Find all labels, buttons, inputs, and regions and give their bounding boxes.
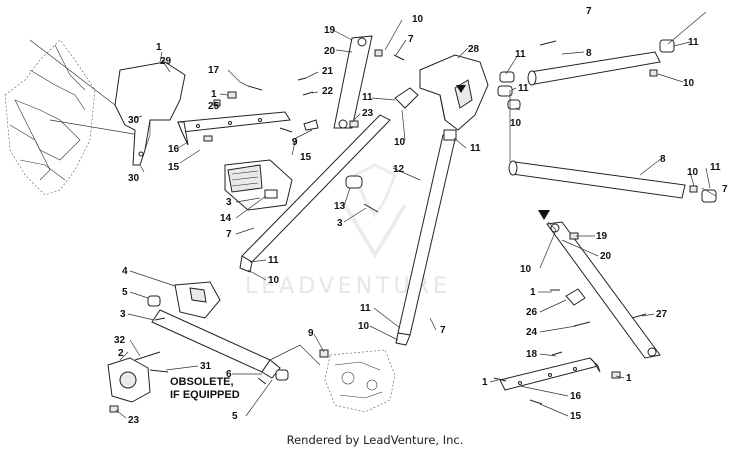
callout: 2 <box>118 348 124 359</box>
callout: 32 <box>114 335 126 346</box>
callout: 10 <box>683 78 695 89</box>
marker-triangle <box>538 210 550 220</box>
callout: 11 <box>362 92 373 103</box>
markers <box>456 85 550 220</box>
callout: 3 <box>337 218 343 229</box>
callout: 11 <box>470 143 481 154</box>
callout: 3 <box>226 197 232 208</box>
gearbox-lower <box>319 349 396 413</box>
callout: 20 <box>600 251 612 262</box>
callout: 10 <box>520 264 532 275</box>
callout: 1 <box>211 89 217 100</box>
bar-16-upper <box>177 85 319 146</box>
tube-8-lower <box>508 90 717 203</box>
callout: 15 <box>570 411 582 422</box>
callout: 31 <box>200 361 212 372</box>
callout: 10 <box>412 14 424 25</box>
callout: 10 <box>687 167 699 178</box>
callout: 23 <box>128 415 140 426</box>
callout-labels: 1 29 30 30 17 1 25 16 15 9 15 19 20 10 7… <box>114 6 728 426</box>
callout: 11 <box>518 83 529 94</box>
lower-arm <box>147 281 321 385</box>
bar-16-lower <box>493 351 621 405</box>
bushing-13 <box>345 175 379 213</box>
callout: 29 <box>160 56 172 67</box>
shaft-center <box>395 129 457 346</box>
callout: 24 <box>526 327 538 338</box>
callout: 18 <box>526 349 538 360</box>
bracket-29 <box>114 61 186 166</box>
callout: 1 <box>156 42 162 53</box>
callout: 11 <box>515 49 526 60</box>
footer-credit: Rendered by LeadVenture, Inc. <box>287 433 464 447</box>
callout: 8 <box>660 154 666 165</box>
callout: 5 <box>122 287 128 298</box>
callout: 5 <box>232 411 238 422</box>
column-housing <box>394 54 521 131</box>
callout: 21 <box>322 66 334 77</box>
callout: 8 <box>586 48 592 59</box>
callout: 16 <box>570 391 582 402</box>
note-line-2: IF EQUIPPED <box>170 389 240 401</box>
callout: 7 <box>440 325 446 336</box>
callout: 6 <box>226 369 232 380</box>
callout: 10 <box>358 321 370 332</box>
callout: 7 <box>226 229 232 240</box>
callout: 17 <box>208 65 220 76</box>
callout: 15 <box>300 152 312 163</box>
callout: 13 <box>334 201 346 212</box>
actuator-2 <box>107 351 169 413</box>
callout: 15 <box>168 162 180 173</box>
bar-20-lower <box>546 221 661 359</box>
callout: 19 <box>596 231 608 242</box>
callout: 7 <box>408 34 414 45</box>
callout: 11 <box>268 255 279 266</box>
bar-20-upper <box>297 35 405 129</box>
callout: 23 <box>362 108 374 119</box>
callout: 11 <box>360 303 371 314</box>
marker-triangle <box>456 85 466 93</box>
callout: 30 <box>128 173 140 184</box>
note-line-1: OBSOLETE, <box>170 376 234 388</box>
callout: 28 <box>468 44 480 55</box>
callout: 20 <box>324 46 336 57</box>
body-panel <box>4 39 141 196</box>
callout: 30 <box>128 115 140 126</box>
callout: 11 <box>688 37 699 48</box>
callout: 10 <box>510 118 522 129</box>
callout: 1 <box>482 377 488 388</box>
callout: 12 <box>393 164 405 175</box>
callout: 25 <box>208 101 220 112</box>
tube-8-upper <box>527 39 675 86</box>
callout: 10 <box>394 137 406 148</box>
callout: 26 <box>526 307 538 318</box>
callout: 9 <box>292 137 298 148</box>
callout: 11 <box>710 162 721 173</box>
callout: 1 <box>626 373 632 384</box>
callout: 16 <box>168 144 180 155</box>
callout: 7 <box>722 184 728 195</box>
control-module <box>224 159 293 211</box>
callout: 27 <box>656 309 668 320</box>
leader-lines <box>115 11 717 419</box>
callout: 4 <box>122 266 128 277</box>
callout: 14 <box>220 213 232 224</box>
callout: 22 <box>322 86 334 97</box>
obsolete-note: OBSOLETE, IF EQUIPPED <box>170 376 240 401</box>
callout: 3 <box>120 309 126 320</box>
callout: 9 <box>308 328 314 339</box>
callout: 1 <box>530 287 536 298</box>
callout: 7 <box>586 6 592 17</box>
callout: 19 <box>324 25 336 36</box>
callout: 10 <box>268 275 280 286</box>
